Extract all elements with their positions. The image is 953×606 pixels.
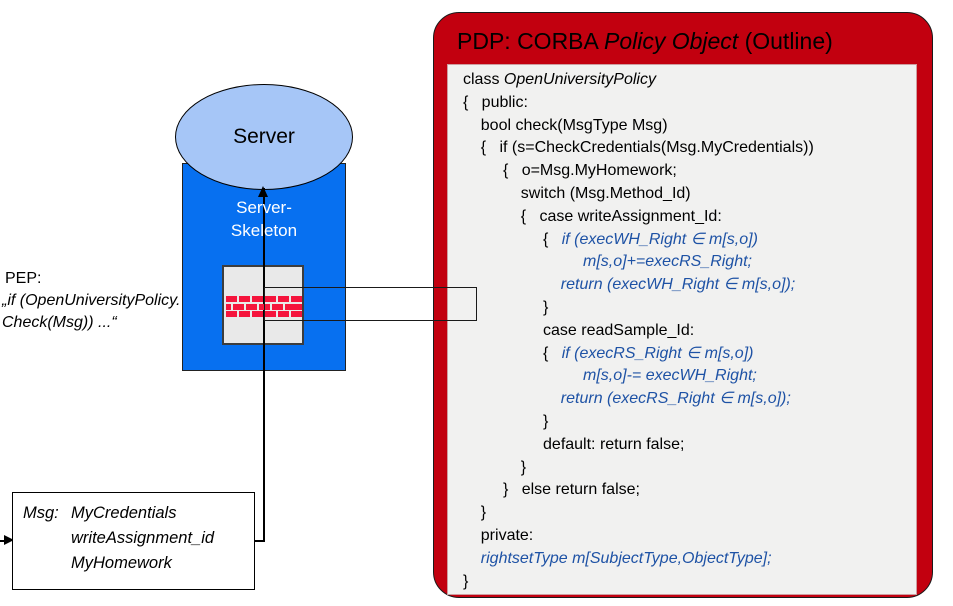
code-line: return (execWH_Right ∈ m[s,o]); bbox=[463, 274, 916, 297]
text-segment: default: return false; bbox=[463, 435, 685, 453]
code-line: private: bbox=[463, 525, 916, 548]
pep-annotation: PEP: „if (OpenUniversityPolicy. Check(Ms… bbox=[2, 268, 202, 334]
text-segment: (Outline) bbox=[738, 28, 833, 54]
text-segment: m[s,o]+=execRS_Right; bbox=[463, 253, 752, 271]
pep-code-line1: „if (OpenUniversityPolicy. bbox=[2, 292, 181, 309]
code-line: { o=Msg.MyHomework; bbox=[463, 160, 916, 183]
pep-to-pdp-call-rect bbox=[264, 287, 477, 321]
msg-item-credentials: MyCredentials bbox=[71, 504, 177, 522]
server-skeleton-label-line1: Server- bbox=[236, 198, 292, 217]
text-segment: if (execWH_Right ∈ m[s,o]) bbox=[561, 230, 758, 248]
text-segment: Policy Object bbox=[603, 28, 739, 54]
text-segment: switch (Msg.Method_Id) bbox=[463, 184, 691, 202]
incoming-message-line bbox=[0, 540, 6, 542]
code-line: default: return false; bbox=[463, 434, 916, 457]
msg-box: Msg: MyCredentials writeAssignment_id My… bbox=[12, 492, 255, 590]
text-segment: { if (s=CheckCredentials(Msg.MyCredentia… bbox=[463, 139, 814, 157]
code-line: { if (s=CheckCredentials(Msg.MyCredentia… bbox=[463, 137, 916, 160]
code-line: return (execRS_Right ∈ m[s,o]); bbox=[463, 388, 916, 411]
text-segment: m[s,o]-= execWH_Right; bbox=[463, 367, 757, 385]
server-skeleton-label-line2: Skeleton bbox=[230, 221, 298, 240]
code-line: { if (execWH_Right ∈ m[s,o]) bbox=[463, 229, 916, 252]
msg-label: Msg: bbox=[23, 504, 59, 522]
msg-item-homework: MyHomework bbox=[71, 554, 172, 572]
text-segment: PDP: CORBA bbox=[457, 28, 604, 54]
text-segment: return (execWH_Right ∈ m[s,o]); bbox=[463, 276, 796, 294]
code-line: case readSample_Id: bbox=[463, 320, 916, 343]
server-ellipse: Server bbox=[175, 84, 353, 190]
pep-label: PEP: bbox=[5, 270, 42, 287]
text-segment: case readSample_Id: bbox=[463, 321, 695, 339]
text-segment: } bbox=[463, 412, 549, 430]
text-segment: class bbox=[463, 71, 504, 88]
code-line: { if (execRS_Right ∈ m[s,o]) bbox=[463, 343, 916, 366]
text-segment: } bbox=[463, 298, 549, 316]
code-line: class OpenUniversityPolicy bbox=[463, 69, 916, 92]
code-line: m[s,o]-= execWH_Right; bbox=[463, 365, 916, 388]
text-segment: { case writeAssignment_Id: bbox=[463, 207, 722, 225]
pdp-title: PDP: CORBA Policy Object (Outline) bbox=[457, 28, 927, 55]
text-segment: bool check(MsgType Msg) bbox=[463, 116, 668, 134]
server-label: Server bbox=[233, 125, 295, 148]
pdp-code: class OpenUniversityPolicy{ public: bool… bbox=[447, 64, 917, 595]
code-line: switch (Msg.Method_Id) bbox=[463, 183, 916, 206]
text-segment: } bbox=[463, 458, 527, 476]
code-line: bool check(MsgType Msg) bbox=[463, 115, 916, 138]
text-segment: } else return false; bbox=[463, 481, 640, 499]
code-line: m[s,o]+=execRS_Right; bbox=[463, 251, 916, 274]
text-segment: if (execRS_Right ∈ m[s,o]) bbox=[561, 344, 754, 362]
text-segment: rightsetType m[SubjectType,ObjectType]; bbox=[463, 549, 772, 567]
text-segment: } bbox=[463, 504, 487, 522]
code-line: } else return false; bbox=[463, 479, 916, 502]
code-line: } bbox=[463, 571, 916, 594]
code-line: rightsetType m[SubjectType,ObjectType]; bbox=[463, 548, 916, 571]
text-segment: { bbox=[463, 344, 562, 362]
code-line: } bbox=[463, 297, 916, 320]
text-segment: private: bbox=[463, 526, 534, 544]
right-arrowhead-icon bbox=[4, 535, 14, 545]
text-segment: { o=Msg.MyHomework; bbox=[463, 162, 677, 180]
up-arrowhead-icon bbox=[258, 186, 268, 197]
code-line: } bbox=[463, 457, 916, 480]
code-line: { public: bbox=[463, 92, 916, 115]
text-segment: { bbox=[463, 230, 562, 248]
code-line: { case writeAssignment_Id: bbox=[463, 206, 916, 229]
pep-code-line2: Check(Msg)) ...“ bbox=[2, 314, 117, 331]
text-segment: } bbox=[463, 572, 469, 590]
msg-row: Msg: MyCredentials bbox=[23, 501, 254, 526]
msg-item-method: writeAssignment_id bbox=[71, 529, 215, 547]
code-line: } bbox=[463, 411, 916, 434]
text-segment: { public: bbox=[463, 93, 528, 111]
code-line: } bbox=[463, 502, 916, 525]
message-flow-line bbox=[263, 188, 265, 541]
text-segment: OpenUniversityPolicy bbox=[503, 71, 656, 88]
text-segment: return (execRS_Right ∈ m[s,o]); bbox=[463, 390, 791, 408]
message-flow-line-elbow bbox=[255, 540, 265, 542]
server-skeleton-label: Server- Skeleton bbox=[182, 196, 346, 242]
